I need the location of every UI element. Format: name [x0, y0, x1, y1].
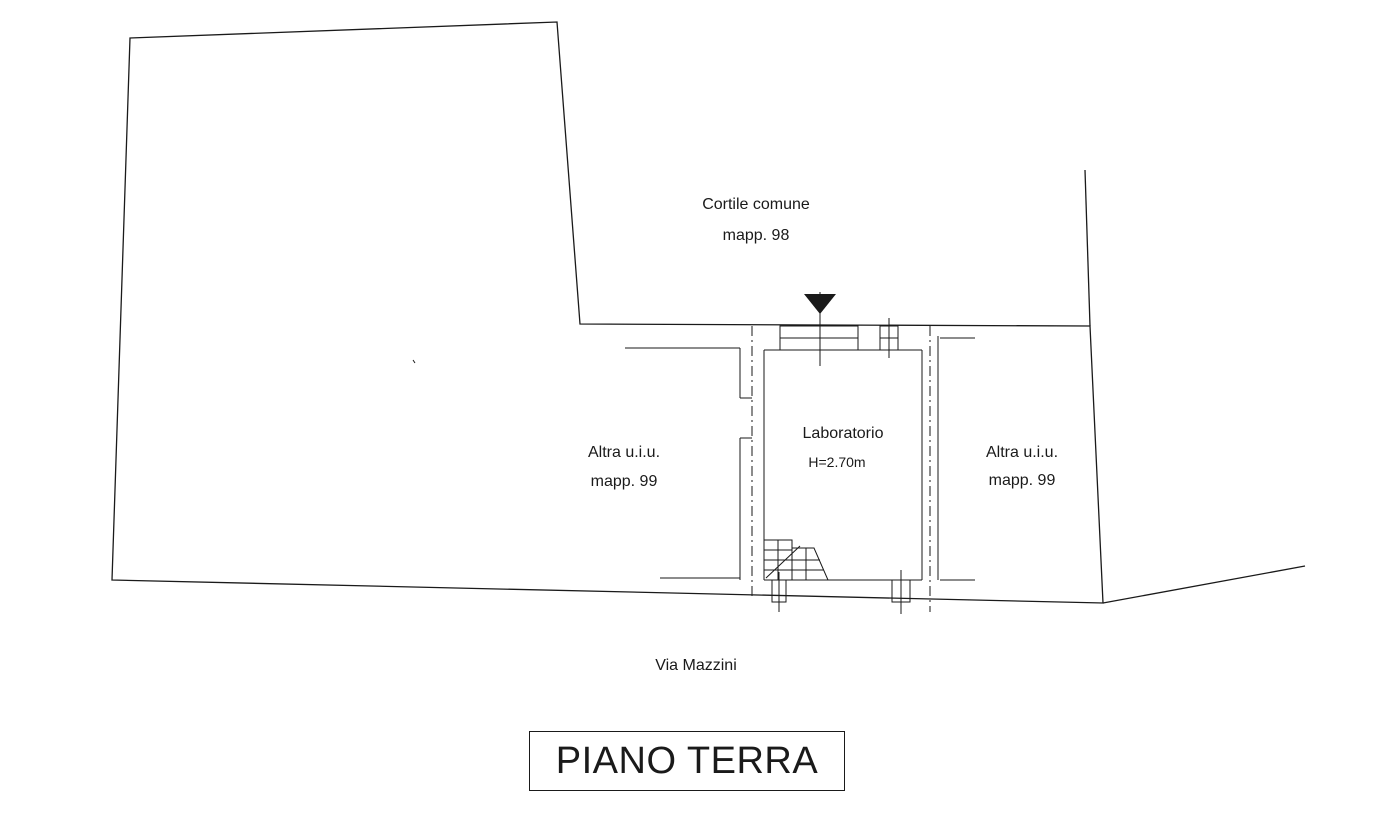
lab-bottom-wall [764, 570, 922, 614]
room-height: H=2.70m [808, 454, 865, 470]
courtyard-parcel: mapp. 98 [723, 227, 790, 244]
right-property-line [1084, 169, 1091, 327]
lab-left-wall [739, 326, 765, 600]
lab-top-wall [764, 318, 922, 358]
street-name: Via Mazzini [655, 657, 737, 674]
street-edge-line [1102, 565, 1306, 604]
room-name: Laboratorio [803, 425, 884, 442]
courtyard-name: Cortile comune [702, 196, 810, 213]
right-unit-name: Altra u.i.u. [986, 444, 1058, 461]
scan-mark [412, 359, 416, 364]
floor-title: PIANO TERRA [529, 731, 845, 791]
parcel-boundary [111, 21, 1104, 604]
entrance-marker [804, 292, 836, 366]
lab-right-wall [921, 326, 939, 612]
left-unit-parcel: mapp. 99 [591, 473, 658, 490]
right-unit-parcel: mapp. 99 [989, 472, 1056, 489]
left-unit-name: Altra u.i.u. [588, 444, 660, 461]
staircase [764, 539, 829, 581]
